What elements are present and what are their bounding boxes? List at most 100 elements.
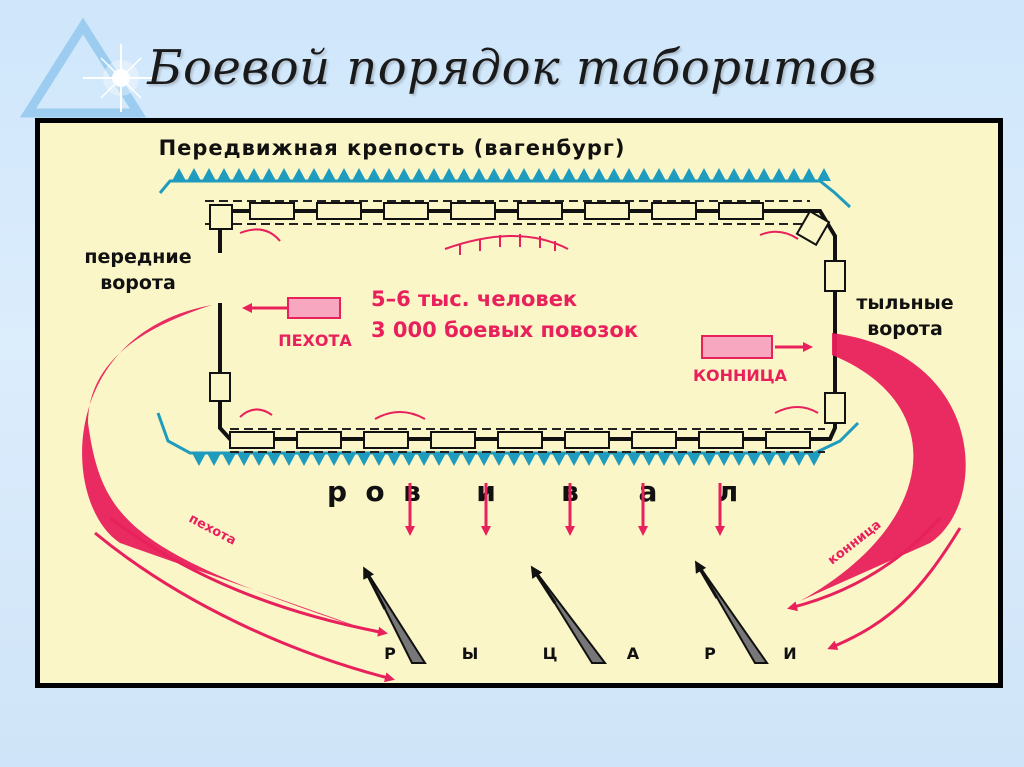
knights-letter: Ы xyxy=(462,644,479,663)
wagon xyxy=(430,431,476,449)
diagram-canvas: Передвижная крепость (вагенбург) xyxy=(82,136,966,683)
wagon xyxy=(497,431,543,449)
cavalry-label: КОННИЦА xyxy=(693,366,788,385)
corner-logo xyxy=(18,17,159,122)
ditch-tooth xyxy=(727,168,741,181)
ditch-tooth xyxy=(712,168,726,181)
ditch-tooth xyxy=(367,168,381,181)
ditch-tooth xyxy=(717,453,731,466)
wagon xyxy=(383,202,429,220)
ditch-tooth xyxy=(592,168,606,181)
ditch-tooth xyxy=(297,453,311,466)
ditch-tooth xyxy=(487,168,501,181)
ditch-tooth xyxy=(442,168,456,181)
ditch-tooth xyxy=(757,168,771,181)
ditch-tooth xyxy=(192,453,206,466)
ditch-tooth xyxy=(232,168,246,181)
wagon xyxy=(584,202,630,220)
ditch-tooth xyxy=(312,453,326,466)
ditch-top-teeth xyxy=(172,168,831,181)
wagon-right-1 xyxy=(824,260,846,292)
ditch-tooth xyxy=(627,453,641,466)
cannon-fan-bottom-left xyxy=(239,408,273,418)
ditch-tooth xyxy=(172,168,186,181)
ditch-tooth xyxy=(262,168,276,181)
wagon xyxy=(249,202,295,220)
diagram-frame: Передвижная крепость (вагенбург) xyxy=(35,118,1003,688)
ditch-tooth xyxy=(682,168,696,181)
ditch-tooth xyxy=(762,453,776,466)
ditch-tooth xyxy=(582,453,596,466)
ditch-tooth xyxy=(732,453,746,466)
ditch-tooth xyxy=(697,168,711,181)
knights-letter: А xyxy=(627,644,640,663)
ditch-tooth xyxy=(337,168,351,181)
front-gate-label-line2: ворота xyxy=(100,272,176,294)
fortress-title: Передвижная крепость (вагенбург) xyxy=(159,136,626,160)
ditch-tooth xyxy=(207,453,221,466)
ditch-tooth xyxy=(397,168,411,181)
slide-title: Боевой порядок таборитов xyxy=(147,40,877,96)
rear-gate-label-line2: ворота xyxy=(867,318,943,340)
ditch-tooth xyxy=(787,168,801,181)
ditch-tooth xyxy=(342,453,356,466)
ditch-tooth xyxy=(547,168,561,181)
ditch-tooth xyxy=(607,168,621,181)
ditch-tooth xyxy=(417,453,431,466)
ditch-and-rampart-label: ровивал xyxy=(327,475,738,508)
cannon-fan-bottom-right xyxy=(774,406,819,414)
ditch-tooth xyxy=(747,453,761,466)
ditch-tooth xyxy=(352,168,366,181)
snowflake-star-icon xyxy=(19,17,159,118)
wagon xyxy=(450,202,496,220)
ditch-tooth xyxy=(792,453,806,466)
wagon-left-1 xyxy=(209,372,231,402)
ditch-tooth xyxy=(412,168,426,181)
ditch-tooth xyxy=(642,453,656,466)
ditch-tooth xyxy=(502,168,516,181)
ditch-tooth xyxy=(372,453,386,466)
knights-letter: Р xyxy=(704,644,716,663)
ditch-tooth xyxy=(577,168,591,181)
ditch-tooth xyxy=(597,453,611,466)
wagon-right-2 xyxy=(824,392,846,424)
cannon-fan-top-right xyxy=(759,230,799,240)
ditch-tooth xyxy=(687,453,701,466)
ditch-tooth xyxy=(637,168,651,181)
ditch-bottom-teeth xyxy=(192,453,821,466)
knights-letter: И xyxy=(783,644,796,663)
fire-arrows xyxy=(405,483,725,536)
wagon xyxy=(517,202,563,220)
wagon xyxy=(698,431,744,449)
cannon-fan-top-left xyxy=(239,228,281,242)
ditch-tooth xyxy=(742,168,756,181)
ditch-tooth xyxy=(612,453,626,466)
wagon-corner-nw xyxy=(209,204,233,230)
knights-letter: Р xyxy=(384,644,396,663)
ditch-tooth xyxy=(277,168,291,181)
cavalry-flank-attack: конница xyxy=(787,333,966,650)
ditch-tooth xyxy=(402,453,416,466)
wagon xyxy=(564,431,610,449)
wagon xyxy=(296,431,342,449)
ditch-tooth xyxy=(247,168,261,181)
ditch-tooth xyxy=(532,168,546,181)
cannon-fan-top-center xyxy=(444,235,569,250)
ditch-tooth xyxy=(807,453,821,466)
ditch-tooth xyxy=(237,453,251,466)
wagon xyxy=(229,431,275,449)
ditch-tooth xyxy=(492,453,506,466)
ditch-tooth xyxy=(622,168,636,181)
infantry-unit: ПЕХОТА xyxy=(242,297,352,350)
ditch-letter: в xyxy=(403,475,421,508)
infantry-arc-label: пехота xyxy=(186,511,238,548)
ditch-tooth xyxy=(457,168,471,181)
ditch-tooth xyxy=(382,168,396,181)
fortress-wall xyxy=(209,202,846,449)
wagon xyxy=(718,202,764,220)
ditch-tooth xyxy=(387,453,401,466)
ditch-tooth xyxy=(267,453,281,466)
wagon xyxy=(316,202,362,220)
ditch-tooth xyxy=(322,168,336,181)
ditch-letter: о xyxy=(365,475,384,508)
